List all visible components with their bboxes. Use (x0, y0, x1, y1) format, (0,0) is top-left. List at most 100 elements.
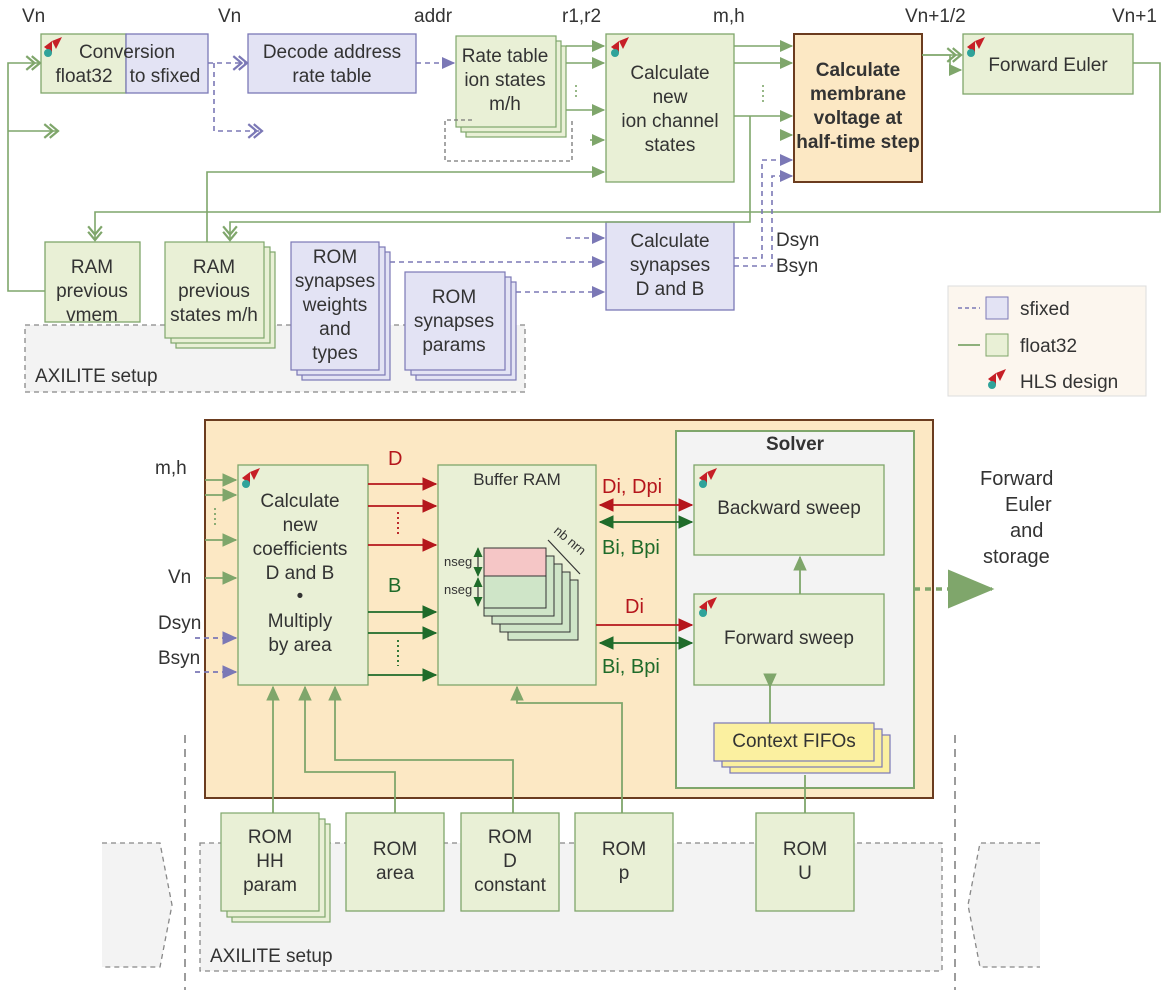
rom-synapses-params-block: ROM synapses params (404, 271, 517, 381)
svg-text:synapses: synapses (295, 271, 375, 292)
nbnrn-arrow (547, 539, 581, 575)
rom-d-constant-block: ROM D constant (460, 812, 560, 912)
calc-ion-channel-block (605, 33, 735, 183)
svg-text:types: types (312, 343, 357, 364)
svg-text:ROM: ROM (488, 827, 532, 848)
svg-text:Rate table: Rate table (462, 46, 549, 67)
membrane-label-1: Calculate (816, 60, 900, 81)
axilite-right-chevron (967, 842, 1040, 968)
svg-text:U: U (798, 863, 812, 884)
decode-address-block (247, 33, 417, 94)
coeff-label-5: • (297, 586, 304, 607)
svg-text:ROM: ROM (783, 839, 827, 860)
output-label-4: storage (983, 546, 1050, 568)
output-label-2: Euler (1005, 494, 1052, 516)
legend-hls-label: HLS design (1020, 372, 1118, 393)
hls-design-icon (611, 37, 629, 57)
ram-vmem-label-3: vmem (66, 305, 118, 326)
forward-sweep-label: Forward sweep (724, 628, 854, 649)
output-label-3: and (1010, 520, 1043, 542)
conversion-block: Conversion float32 to sfixed (40, 33, 209, 94)
bottom-connections (195, 473, 995, 813)
svg-text:HH: HH (256, 851, 283, 872)
svg-text:ion states: ion states (464, 70, 545, 91)
signal-mh-top: m,h (713, 6, 745, 27)
svg-text:D: D (503, 851, 517, 872)
solver-label: Solver (766, 434, 825, 455)
signal-bsyn-top: Bsyn (776, 256, 818, 277)
coeff-label-4: D and B (266, 563, 335, 584)
svg-text:params: params (422, 335, 485, 356)
signal-vhalf: Vn+1/2 (905, 6, 966, 27)
decode-label-1: Decode address (263, 42, 401, 63)
rom-hh-param-block: ROM HH param (220, 812, 331, 923)
svg-text:and: and (319, 319, 351, 340)
ram-vmem-block (44, 241, 141, 323)
svg-text:Context FIFOs: Context FIFOs (732, 731, 856, 752)
forward-euler-label: Forward Euler (988, 55, 1108, 76)
hls-design-icon (967, 37, 985, 57)
axilite-label-top: AXILITE setup (35, 366, 158, 387)
svg-text:ROM: ROM (313, 247, 357, 268)
calc-coefficients-block (237, 464, 369, 686)
svg-text:Conversion: Conversion (79, 42, 175, 63)
b-signal-label: B (388, 575, 401, 597)
rom-area-block: ROM area (345, 812, 445, 912)
coeff-label-6: Multiply (268, 611, 333, 632)
ram-vmem-label-1: RAM (71, 257, 113, 278)
buffer-ram-label: Buffer RAM (473, 470, 561, 489)
rate-table-block: Rate table ion states m/h (455, 35, 567, 138)
backward-sweep-block (693, 464, 885, 556)
svg-text:float32: float32 (55, 66, 112, 87)
svg-text:area: area (376, 863, 414, 884)
hls-design-icon (699, 468, 717, 488)
di-label: Di (625, 596, 644, 618)
svg-text:previous: previous (178, 281, 250, 302)
legend-sfixed-label: sfixed (1020, 299, 1070, 320)
calc-syn-label-3: D and B (636, 279, 705, 300)
input-vn: Vn (168, 567, 191, 588)
legend-float32-label: float32 (1020, 336, 1077, 357)
input-bsyn: Bsyn (158, 648, 200, 669)
calc-syn-label-2: synapses (630, 255, 710, 276)
membrane-label-3: voltage at (814, 108, 903, 129)
buffer-memory-stack (483, 547, 579, 641)
rom-u-block: ROM U (755, 812, 855, 912)
input-dsyn: Dsyn (158, 613, 201, 634)
context-fifos-block: Context FIFOs (713, 722, 891, 774)
axilite-label-bottom: AXILITE setup (210, 946, 333, 967)
calc-synapses-block (605, 221, 735, 311)
coeff-label-3: coefficients (253, 539, 348, 560)
hls-design-icon (699, 597, 717, 617)
hls-design-icon (242, 468, 260, 488)
membrane-voltage-block (793, 33, 923, 183)
signal-vn-1: Vn (22, 6, 45, 27)
bi-bpi-label-1: Bi, Bpi (602, 537, 660, 559)
calc-ion-label-3: ion channel (621, 111, 718, 132)
signal-vnext: Vn+1 (1112, 6, 1157, 27)
svg-text:states m/h: states m/h (170, 305, 258, 326)
rom-p-block: ROM p (574, 812, 674, 912)
svg-text:constant: constant (474, 875, 547, 896)
calc-syn-label-1: Calculate (630, 231, 709, 252)
coeff-label-1: Calculate (260, 491, 339, 512)
svg-text:ROM: ROM (248, 827, 292, 848)
legend-float32-swatch (985, 333, 1009, 357)
signal-addr: addr (414, 6, 453, 27)
top-connections (7, 40, 1161, 298)
backward-sweep-label: Backward sweep (717, 498, 861, 519)
d-signal-label: D (388, 448, 402, 470)
svg-text:synapses: synapses (414, 311, 494, 332)
rom-synapses-weights-block: ROM synapses weights and types (290, 241, 391, 381)
svg-text:param: param (243, 875, 297, 896)
calc-ion-label-2: new (653, 87, 688, 108)
output-label-1: Forward (980, 468, 1053, 490)
svg-text:p: p (619, 863, 630, 884)
bi-bpi-label-2: Bi, Bpi (602, 656, 660, 678)
svg-text:ROM: ROM (602, 839, 646, 860)
hls-design-icon (44, 37, 62, 57)
legend-sfixed-swatch (985, 296, 1009, 320)
nseg-label-1: nseg (444, 554, 472, 569)
coeff-label-7: by area (268, 635, 332, 656)
